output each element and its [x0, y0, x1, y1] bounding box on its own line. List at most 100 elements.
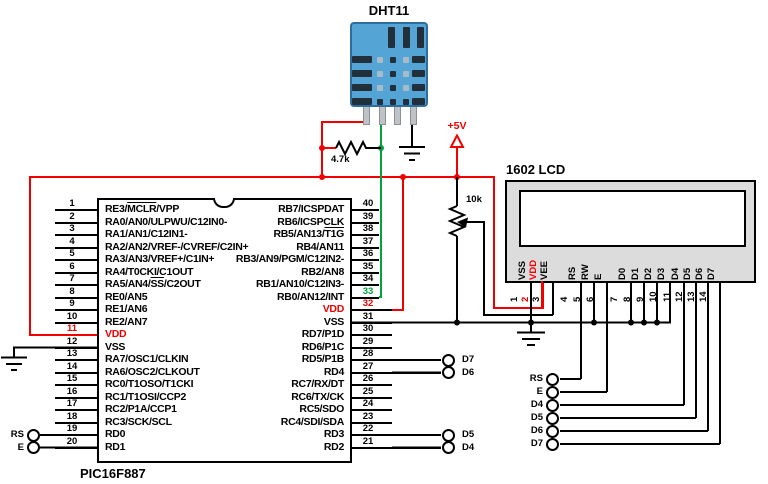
- lcd-pin-14-number: 14: [698, 291, 709, 302]
- mcu-pin-14-number: 14: [66, 360, 78, 372]
- lcd-pin-8-label: D1: [630, 267, 641, 280]
- pot-zigzag: [447, 205, 467, 237]
- lcd-screen: [519, 190, 746, 247]
- mcu-pin-40-lead: [352, 209, 379, 211]
- mcu-pin-24-number: 24: [362, 398, 374, 409]
- mcu-pin-32-lead: [352, 309, 392, 311]
- junction-dot: [654, 319, 660, 326]
- wire-5v-rail: [29, 176, 544, 336]
- terminal-label-lcd-E: E: [536, 386, 543, 397]
- mcu-pin-6-lead: [55, 271, 97, 274]
- lcd-pin-9-label: D2: [643, 267, 654, 280]
- terminal-label-lcd-D5: D5: [530, 412, 543, 423]
- terminal-circle-lcd-D7: [545, 437, 559, 451]
- mcu-pin-35-lead: [352, 271, 379, 274]
- mcu-pin-8-number: 8: [69, 285, 75, 297]
- net-dht-data: [379, 119, 382, 298]
- mcu-pin-2-label: RA0/AN0/ULPWU/C12IN0-: [105, 215, 228, 228]
- mcu-pin-23-label: RC4/SDI/SDA: [280, 415, 345, 428]
- junction-dot: [319, 145, 325, 151]
- dht11-hole: [390, 85, 396, 91]
- terminal-circle-lcd-RS: [545, 372, 559, 386]
- junction-dot: [454, 319, 460, 326]
- lcd-pin-1-line: [530, 281, 532, 323]
- dht11-hole: [412, 70, 425, 77]
- wire-dht-data: [379, 119, 382, 298]
- mcu-pin-23-number: 23: [362, 410, 374, 422]
- terminal-circle-right-D6: [441, 366, 455, 379]
- lcd-pin-1-label: VSS: [517, 260, 528, 280]
- dht11-hole: [390, 71, 396, 77]
- lcd-pin-2-line: [541, 281, 543, 308]
- mcu-pin-20-number: 20: [66, 435, 78, 447]
- mcu-pin-5-label: RA3/AN3/VREF+/C1IN+: [105, 253, 215, 265]
- mcu-pin-19-lead: [55, 434, 97, 436]
- mcu-pin-19-label: RD0: [105, 428, 126, 440]
- pot-value: 10k: [466, 194, 482, 205]
- dht11-hole: [390, 99, 396, 105]
- dht11-hole: [352, 70, 372, 77]
- terminal-circle-right-D4: [441, 441, 455, 454]
- mcu-pin-37-lead: [352, 246, 379, 249]
- pullup-resistor-zigzag: [335, 139, 381, 157]
- terminal-circle-lcd-E: [545, 385, 559, 399]
- mcu-pin-20-lead: [55, 446, 97, 449]
- mcu-pin-21-number: 21: [362, 435, 374, 447]
- mcu-title: PIC16F887: [80, 466, 146, 481]
- mcu-pin-7-number: 7: [69, 273, 75, 284]
- dht11-title: DHT11: [368, 3, 410, 18]
- mcu-pin-26-label: RC7/RX/DT: [291, 378, 344, 390]
- mcu-pin-28-number: 28: [362, 348, 374, 359]
- mcu-pin-31-number: 31: [362, 310, 374, 322]
- dht11-hole: [377, 85, 383, 91]
- terminal-circle-lcd-D6: [545, 424, 559, 438]
- lcd-pin-5-number: 5: [572, 296, 583, 302]
- mcu-pin-29-number: 29: [362, 335, 374, 347]
- mcu-pin-39-number: 39: [362, 210, 374, 222]
- junction-dot: [591, 319, 597, 326]
- lcd-pin-11-number: 11: [662, 291, 673, 302]
- terminal-label-lcd-D4: D4: [530, 399, 543, 410]
- mcu-pin-18-lead: [55, 421, 97, 424]
- mcu-pin-27-lead: [352, 371, 441, 374]
- dht11-hole: [388, 27, 395, 48]
- mcu-pin-33-label: RB0/AN12/INT: [277, 290, 344, 303]
- ground-symbol-left: [1, 356, 27, 371]
- mcu-pin-5-lead: [55, 259, 97, 261]
- terminal-circle-lcd-D4: [545, 398, 559, 412]
- mcu-pin-19-number: 19: [66, 423, 78, 434]
- dht11-hole: [390, 57, 396, 63]
- mcu-pin-21-label: RD2: [323, 440, 344, 453]
- dht11-hole: [417, 27, 424, 48]
- mcu-pin-4-lead: [55, 246, 97, 249]
- dht11-hole: [403, 71, 409, 77]
- mcu-pin-10-lead: [55, 321, 97, 324]
- mcu-pin-17-label: RC2/P1A/CCP1: [105, 403, 177, 415]
- lcd-pin-3-label: VEE: [539, 260, 550, 280]
- mcu-pin-39-lead: [352, 221, 379, 224]
- mcu-pin-18-number: 18: [66, 410, 78, 422]
- mcu-pin-40-label: RB7/ICSPDAT: [278, 203, 344, 215]
- mcu-pin-3-lead: [55, 234, 97, 236]
- power-5v-label: +5V: [447, 120, 467, 132]
- wire-gnd-rail: [352, 283, 671, 324]
- mcu-pin-39-label: RB6/ICSPCLK: [277, 215, 344, 228]
- mcu-pin-40-number: 40: [362, 198, 374, 209]
- lcd-pin-9-number: 9: [635, 296, 646, 302]
- terminal-label-lcd-D6: D6: [530, 425, 543, 436]
- mcu-pin-25-label: RC6/TX/CK: [291, 390, 344, 403]
- mcu-pin-38-number: 38: [362, 223, 374, 234]
- mcu-pin-16-lead: [55, 396, 97, 399]
- lcd-pin-4-number: 4: [559, 296, 570, 302]
- terminal-label-lcd-RS: RS: [529, 373, 543, 384]
- dht11-hole: [403, 99, 409, 105]
- mcu-pin-7-label: RA5/AN4/SS/C2OUT: [105, 278, 201, 290]
- mcu-pin-16-number: 16: [66, 385, 78, 397]
- mcu-pin-14-label: RA6/OSC2/CLKOUT: [105, 365, 200, 378]
- mcu-pin-27-label: RD4: [323, 365, 344, 378]
- terminal-label-right-D6: D6: [462, 366, 475, 378]
- lcd-pin-13-number: 13: [686, 291, 697, 302]
- mcu-pin-37-number: 37: [362, 235, 374, 247]
- mcu-pin-15-lead: [55, 384, 97, 386]
- mcu-pin-38-lead: [352, 234, 379, 236]
